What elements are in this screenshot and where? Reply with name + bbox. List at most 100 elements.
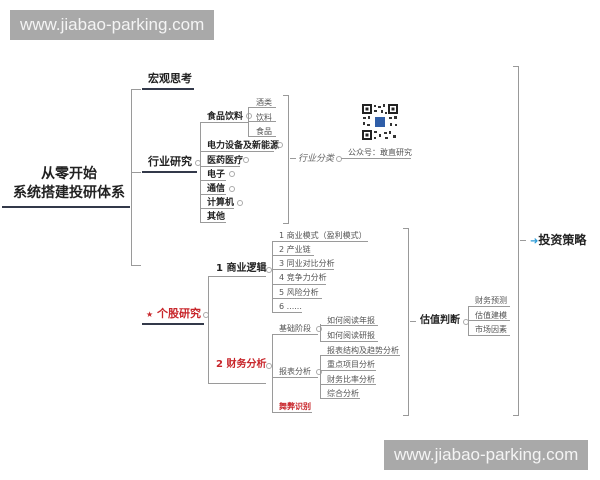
arrow-right-icon: ➜ (530, 236, 539, 247)
qr-code-icon (362, 104, 398, 140)
valuation-node[interactable]: 估值判断 (420, 315, 460, 326)
industry-item-medical[interactable]: 医药医疗 (207, 156, 244, 166)
toggle-business-logic[interactable] (266, 267, 272, 273)
statement-item[interactable]: 财务比率分析 (327, 375, 375, 384)
valuation-item[interactable]: 估值建模 (475, 311, 507, 320)
industry-node[interactable]: 行业研究 (148, 155, 192, 168)
stock-node[interactable]: ★ 个股研究 (146, 307, 201, 322)
financial-node[interactable]: 2 财务分析 (216, 359, 267, 370)
connector (248, 121, 276, 122)
business-item[interactable]: 2 产业链 (279, 245, 311, 254)
industry-item-electronics[interactable]: 电子 (207, 170, 226, 180)
statement-analysis-node[interactable]: 报表分析 (279, 367, 311, 376)
connector (200, 208, 234, 209)
connector (272, 334, 318, 335)
basic-stage-item[interactable]: 如何阅读研报 (327, 331, 375, 340)
connector (272, 312, 302, 313)
root-underline (2, 206, 130, 208)
connector (200, 180, 226, 181)
industry-item-other[interactable]: 其他 (207, 212, 226, 222)
toggle-power[interactable] (277, 142, 283, 148)
connector (272, 269, 334, 270)
qr-caption: 公众号：敢直研究 (348, 148, 412, 157)
connector (200, 151, 274, 152)
industry-subtrunk (200, 122, 201, 222)
connector (520, 240, 526, 241)
business-item[interactable]: 5 风险分析 (279, 288, 319, 297)
toggle-financial[interactable] (266, 363, 272, 369)
basic-stage-node[interactable]: 基础阶段 (279, 324, 311, 333)
toggle-basic-stage[interactable] (316, 326, 322, 332)
connector (320, 398, 360, 399)
valuation-item[interactable]: 市场因素 (475, 325, 507, 334)
statement-item[interactable]: 报表结构及趋势分析 (327, 346, 399, 355)
connector (320, 325, 378, 326)
connector (320, 355, 400, 356)
connector (248, 136, 276, 137)
statement-item[interactable]: 综合分析 (327, 389, 359, 398)
connector (468, 320, 510, 321)
connector (200, 194, 226, 195)
toggle-electronics[interactable] (229, 171, 235, 177)
industry-item-telecom[interactable]: 通信 (207, 184, 226, 194)
food-child[interactable]: 酒类 (256, 98, 272, 107)
basic-stage-item[interactable]: 如何阅读年报 (327, 316, 375, 325)
connector (272, 334, 273, 412)
industry-item-computer[interactable]: 计算机 (207, 198, 235, 208)
connector (248, 107, 276, 108)
fraud-detection-node[interactable]: 舞弊识别 (279, 402, 311, 411)
toggle-category[interactable] (336, 156, 342, 162)
business-item[interactable]: 4 竞争力分析 (279, 273, 327, 282)
food-child[interactable]: 饮料 (256, 113, 272, 122)
connector (320, 355, 321, 399)
connector (290, 158, 296, 159)
connector (272, 412, 312, 413)
valuation-item[interactable]: 财务预测 (475, 296, 507, 305)
connector (410, 321, 416, 322)
toggle-medical[interactable] (243, 157, 249, 163)
connector (131, 172, 141, 173)
connector (468, 335, 510, 336)
stock-bracket (403, 228, 409, 416)
toggle-telecom[interactable] (229, 186, 235, 192)
toggle-computer[interactable] (237, 200, 243, 206)
toggle-statement-analysis[interactable] (316, 369, 322, 375)
stock-underline (142, 323, 204, 325)
business-logic-node[interactable]: 1 商业逻辑 (216, 263, 267, 274)
macro-node[interactable]: 宏观思考 (148, 72, 192, 85)
root-title-line1: 从零开始 (41, 166, 97, 182)
toggle-food[interactable] (246, 113, 252, 119)
watermark-bottom[interactable]: www.jiabao-parking.com (384, 440, 589, 470)
connector (341, 158, 411, 159)
connector (200, 222, 226, 223)
trunk-line (131, 89, 132, 266)
business-item[interactable]: 6 ...... (279, 302, 302, 311)
strategy-label: 投资策略 (538, 233, 587, 247)
strategy-bracket (513, 66, 519, 416)
stock-subtrunk (208, 276, 209, 383)
connector (272, 241, 368, 242)
connector (468, 306, 510, 307)
connector (200, 122, 248, 123)
stock-label: 个股研究 (157, 307, 202, 320)
connector (272, 284, 326, 285)
industry-underline (142, 171, 197, 173)
connector (272, 377, 318, 378)
connector (320, 341, 378, 342)
watermark-top[interactable]: www.jiabao-parking.com (10, 10, 215, 40)
industry-item-food[interactable]: 食品饮料 (207, 112, 244, 122)
connector (200, 166, 240, 167)
connector (320, 384, 376, 385)
connector (272, 298, 322, 299)
connector (320, 324, 321, 341)
star-icon: ★ (146, 310, 154, 319)
business-item[interactable]: 1 商业模式（盈利模式） (279, 231, 367, 240)
strategy-node[interactable]: ➜投资策略 (530, 233, 586, 249)
industry-bracket (283, 95, 289, 224)
statement-item[interactable]: 重点项目分析 (327, 360, 375, 369)
industry-item-power[interactable]: 电力设备及新能源 (207, 141, 280, 151)
root-node[interactable]: 从零开始 系统搭建投研体系 (8, 165, 130, 203)
business-item[interactable]: 3 同业对比分析 (279, 259, 335, 268)
food-child[interactable]: 食品 (256, 127, 272, 136)
industry-category-label[interactable]: 行业分类 (298, 154, 335, 164)
